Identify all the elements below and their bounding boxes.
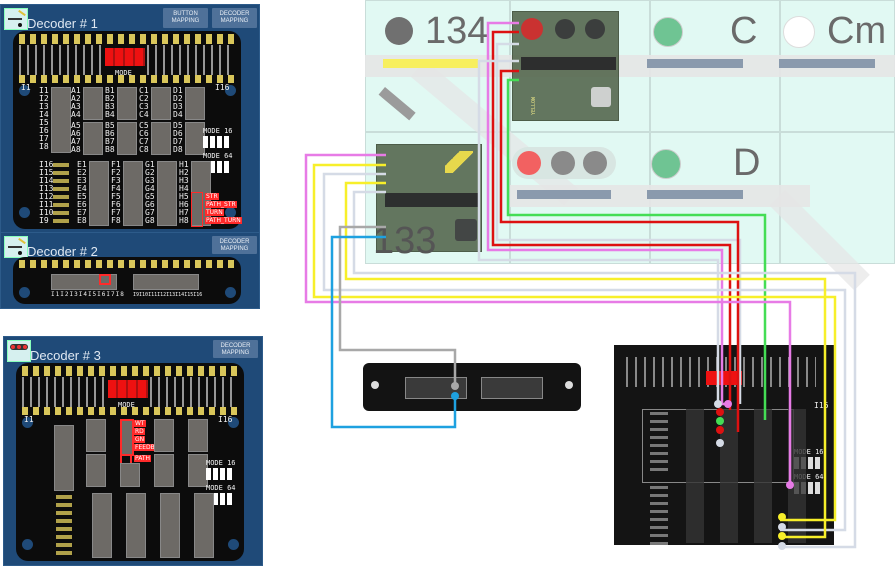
wire-end	[451, 392, 459, 400]
signal-light-gray	[583, 151, 607, 175]
decoder-1-board: MODE I1 I16 I1 I2 I3 I4 I5 I6 I7 I8 A1 A…	[13, 31, 242, 229]
signal-cm-bar	[779, 59, 875, 68]
decoder-1-title: Decoder # 1	[27, 16, 98, 31]
physical-decoder-board: I16 MODE 16 MODE 64	[614, 345, 834, 547]
mode64-label: MODE 64	[203, 152, 233, 160]
wire-end	[716, 439, 724, 447]
signal-134-aspect[interactable]	[385, 17, 413, 45]
signal-cm-aspect[interactable]	[783, 16, 815, 48]
highlight-path[interactable]: PATH	[134, 455, 152, 462]
turnout-icon	[4, 236, 28, 258]
signal-cm-label: Cm	[827, 10, 887, 52]
wire-red	[499, 69, 740, 432]
signal-c-bar	[647, 59, 743, 68]
decoder-mapping-button[interactable]: DECODER MAPPING	[212, 236, 257, 254]
wire-end	[778, 523, 786, 531]
mode16-label: MODE 16	[203, 127, 233, 135]
wire-white	[322, 172, 847, 532]
pin-header-right	[133, 274, 199, 290]
signal-d-label: D	[733, 142, 761, 184]
wire-red	[491, 30, 732, 410]
decoder-2-panel: Decoder # 2 DECODER MAPPING I1I2I3I4I5I6…	[0, 232, 260, 309]
top-pad-row	[19, 34, 239, 44]
signal-pcb-bottom	[376, 144, 482, 252]
pin-i16-label: I16	[215, 83, 230, 92]
wire-green	[506, 78, 767, 420]
decoder-3-board: MODE I1 I16 WT RD GN FEEDBACK PATH MODE …	[16, 363, 244, 561]
wire-gray	[338, 225, 457, 386]
signal-c-aspect[interactable]	[653, 17, 683, 47]
signal-c-label: C	[730, 10, 758, 52]
wire-end	[778, 513, 786, 521]
signal-133-label: 133	[373, 220, 437, 262]
wire-white	[477, 59, 720, 404]
wire-end	[786, 481, 794, 489]
pin-i1-label: I1	[21, 83, 31, 92]
mode-switch[interactable]	[108, 380, 148, 398]
signal-icon	[7, 340, 31, 362]
wire-yellow	[312, 163, 837, 522]
wire-pink	[486, 21, 726, 406]
signal-light-red	[517, 151, 541, 175]
wire-pink	[304, 153, 792, 485]
wire-end	[451, 382, 459, 390]
wire-end	[778, 542, 786, 550]
signal-134-label: 134	[425, 10, 489, 52]
mode-switch[interactable]	[105, 48, 145, 66]
mode-switch[interactable]	[706, 371, 742, 385]
wire-end	[778, 532, 786, 540]
highlight-feedback[interactable]: FEEDBACK	[134, 444, 168, 451]
wire-yellow	[344, 181, 827, 539]
decoder-2-title: Decoder # 2	[27, 244, 98, 259]
wire-end	[714, 400, 722, 408]
decoder-3-panel: Decoder # 3 DECODER MAPPING MODE I1 I16 …	[3, 336, 263, 566]
highlighted-pin-i7[interactable]	[99, 274, 111, 285]
wire-blue	[330, 235, 457, 429]
wire-white	[352, 190, 857, 549]
highlight-str[interactable]: STR	[205, 193, 219, 200]
decoder-2-board: I1I2I3I4I5I6I7I8 I9I10I11I12I13I14I15I16	[13, 257, 241, 304]
signal-134-bar	[383, 59, 478, 68]
decoder-mapping-button[interactable]: DECODER MAPPING	[212, 8, 257, 28]
wire-white	[495, 42, 742, 404]
mode-label: MODE	[115, 69, 132, 77]
wire-end	[716, 408, 724, 416]
highlight-turn[interactable]: TURN	[205, 209, 224, 216]
wire-end	[724, 400, 732, 408]
signal-d-aspect[interactable]	[651, 149, 681, 179]
turnout-icon	[4, 8, 28, 30]
wire-end	[716, 426, 724, 434]
highlight-path-str[interactable]: PATH_STR	[205, 201, 237, 208]
decoder-1-panel: Decoder # 1 BUTTON MAPPING DECODER MAPPI…	[0, 4, 260, 233]
button-mapping-button[interactable]: BUTTON MAPPING	[163, 8, 208, 28]
signal-pcb-top: YELLOW	[512, 11, 619, 121]
decoder-3-title: Decoder # 3	[30, 348, 101, 363]
highlight-rd[interactable]: RD	[134, 428, 145, 435]
highlight-wt[interactable]: WT	[134, 420, 146, 427]
highlight-gn[interactable]: GN	[134, 436, 146, 443]
highlight-path-turn[interactable]: PATH_TURN	[205, 217, 242, 224]
signal-d-bar	[647, 190, 743, 199]
signal-light-gray	[551, 151, 575, 175]
signal-bar	[517, 190, 611, 199]
input-connector-board	[363, 363, 581, 411]
wire-end	[716, 417, 724, 425]
decoder-mapping-button[interactable]: DECODER MAPPING	[213, 340, 258, 358]
